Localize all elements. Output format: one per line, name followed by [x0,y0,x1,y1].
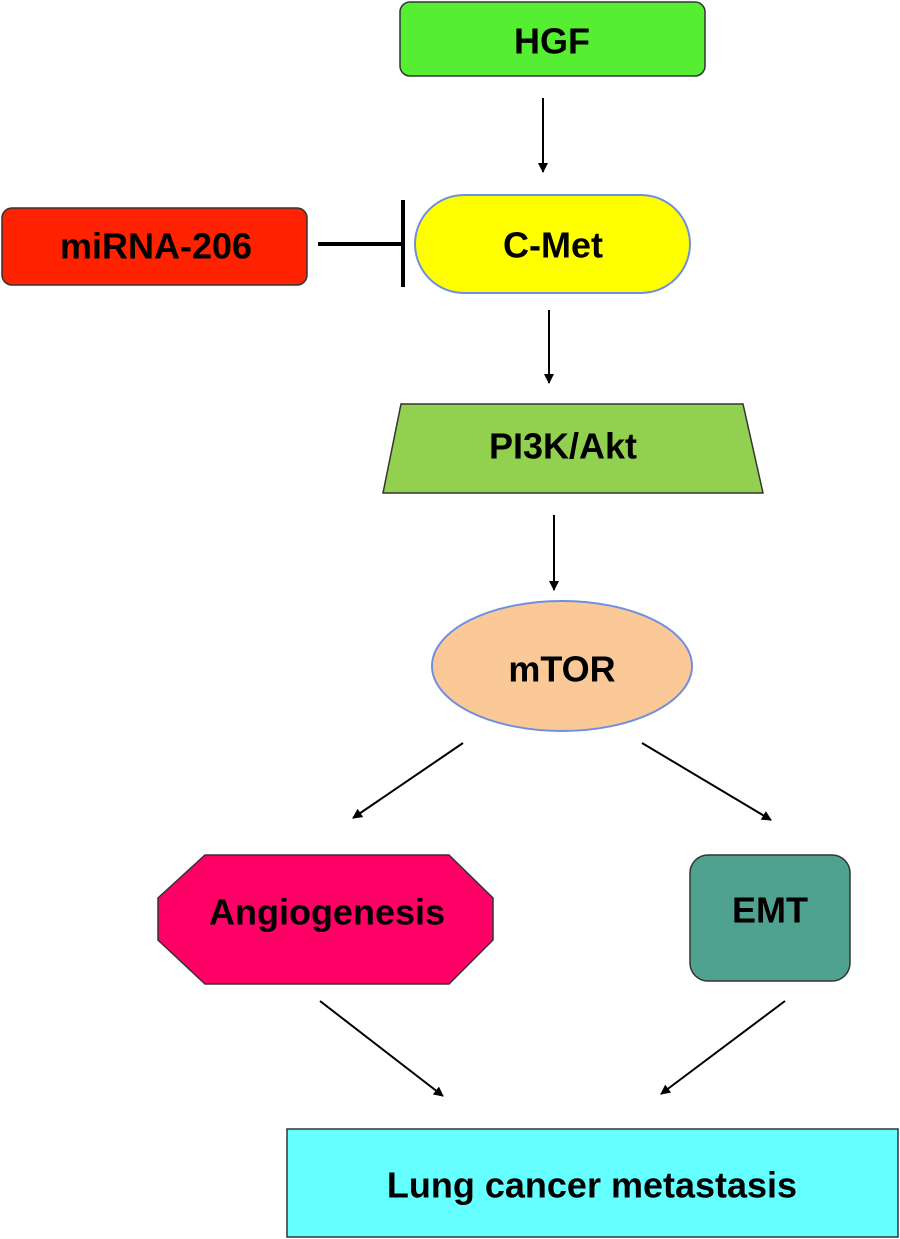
mirna-label: miRNA-206 [60,226,252,267]
node-emt: EMT [689,854,851,982]
pi3k-shape [382,403,764,494]
node-mtor: mTOR [431,600,693,732]
edge-mirna-inhibits-cmet [318,200,405,287]
mirna-shape [1,207,308,286]
emt-label: EMT [732,890,808,931]
metastasis-label: Lung cancer metastasis [387,1165,797,1206]
node-lung-cancer-metastasis: Lung cancer metastasis [286,1128,899,1238]
angio-shape [157,854,494,985]
angio-label: Angiogenesis [209,892,445,933]
node-c-met: C-Met [414,194,691,294]
mtor-label: mTOR [508,649,615,690]
cmet-shape [414,194,691,294]
node-mirna-206: miRNA-206 [1,207,308,286]
edge-mtor-to-angio [352,742,464,819]
edge-mtor-to-emt [641,742,772,821]
node-angiogenesis: Angiogenesis [157,854,494,985]
node-pi3k-akt: PI3K/Akt [382,403,764,494]
hgf-label: HGF [514,21,590,62]
metastasis-shape [286,1128,899,1238]
cmet-label: C-Met [503,225,603,266]
mtor-shape [431,600,693,732]
hgf-shape [399,1,706,77]
edge-angio-to-metastasis [319,1000,444,1097]
node-hgf: HGF [399,1,706,77]
pi3k-label: PI3K/Akt [489,426,637,467]
edge-emt-to-metastasis [660,1000,786,1095]
emt-shape [689,854,851,982]
edges [318,98,786,1097]
